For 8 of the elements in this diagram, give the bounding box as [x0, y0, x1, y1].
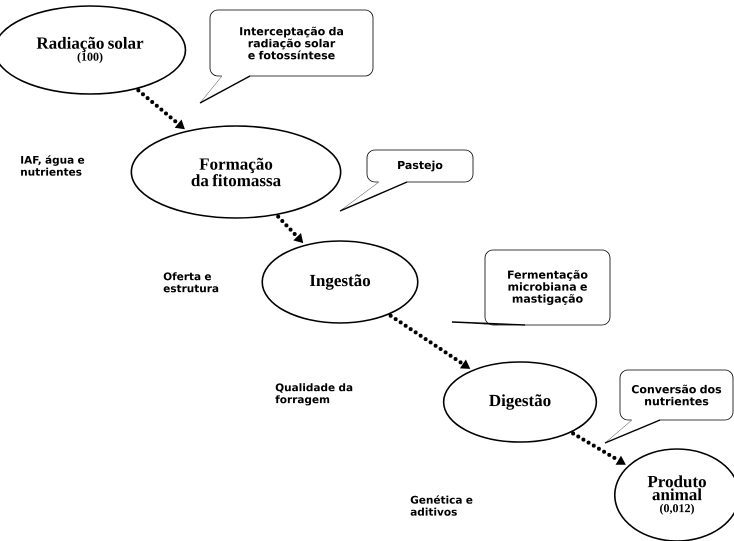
factor-label: Oferta e estrutura	[164, 272, 218, 292]
speech-bubble: Fermentação microbiana e mastigação	[452, 250, 610, 326]
factor-label: Qualidade da forragem	[275, 383, 352, 406]
speech-bubble: Conversão dos nutrientes	[604, 370, 734, 444]
speech-bubble: Pastejo	[340, 150, 474, 212]
factor-label: IAF, água e nutrientes	[21, 155, 84, 176]
factor-label: Genética e aditivos	[410, 495, 472, 516]
speech-bubble: Interceptação da radiação solar e fotossíntese	[200, 10, 374, 104]
